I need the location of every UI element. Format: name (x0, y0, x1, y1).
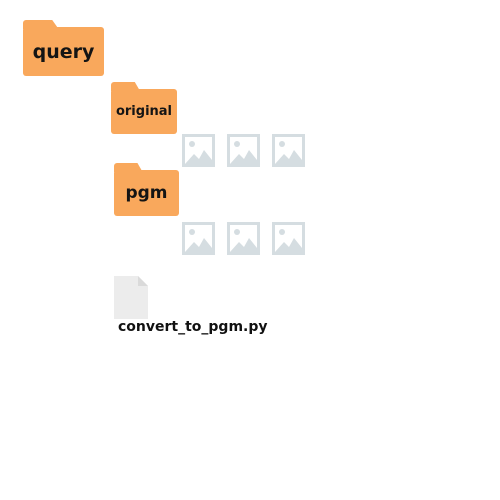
folder-pgm-label: pgm (125, 183, 168, 203)
image-icon[interactable] (182, 222, 215, 255)
image-icon[interactable] (227, 134, 260, 167)
image-icon[interactable] (227, 222, 260, 255)
image-icon[interactable] (272, 222, 305, 255)
image-icon[interactable] (272, 134, 305, 167)
pgm-images (182, 222, 317, 255)
folder-original-label: original (115, 104, 173, 119)
file-icon[interactable] (114, 276, 148, 319)
image-icon[interactable] (182, 134, 215, 167)
folder-query-label: query (32, 40, 95, 63)
file-label: convert_to_pgm.py (118, 319, 268, 335)
original-images (182, 134, 317, 167)
folder-query[interactable]: query (23, 27, 104, 76)
folder-pgm[interactable]: pgm (114, 170, 179, 216)
folder-original[interactable]: original (111, 89, 177, 134)
